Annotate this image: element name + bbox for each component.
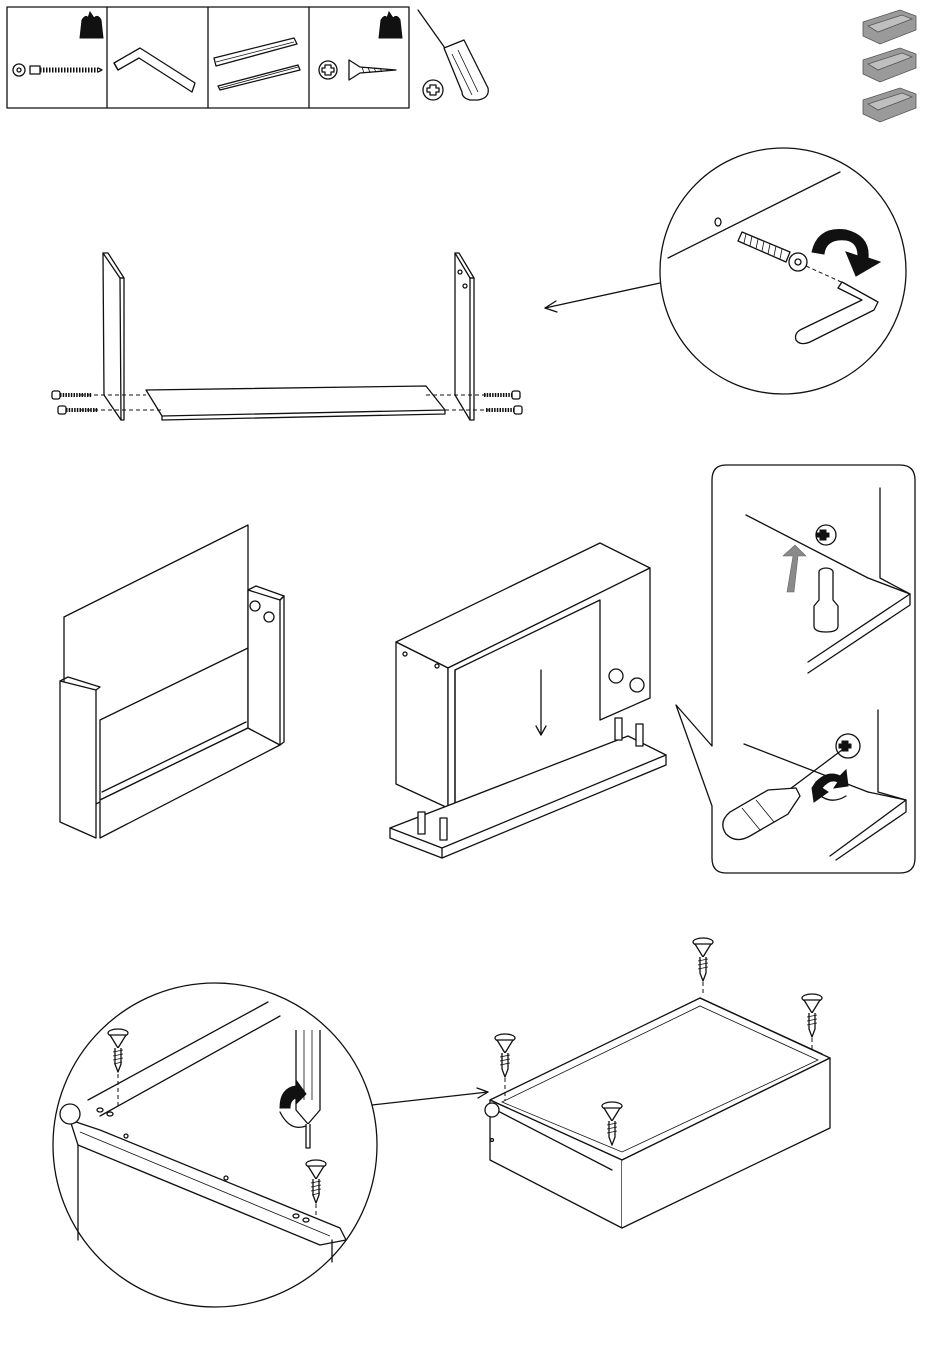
bag-icon [379,12,402,38]
cam-bolt-icon [484,391,522,414]
step-fit-runners [0,900,950,1353]
phillips-screw-icon [108,1029,128,1108]
allen-key-icon [114,48,195,92]
phillips-screw-icon [319,60,396,80]
phillips-screw-icon [306,1160,326,1216]
step-insert-back-and-base [0,450,950,900]
cam-lock-tighten-detail [676,465,915,873]
drawer-runner-icon [214,38,300,90]
runner-screw-detail [53,983,377,1307]
step-attach-sides [0,140,950,450]
phillips-screw-icon [802,994,822,1052]
three-drawers-icon [863,10,916,122]
parts-box [0,0,950,140]
phillips-screwdriver-icon [418,10,488,100]
bag-icon [80,12,103,38]
cam-bolt-icon [13,64,102,76]
cam-bolt-insert-detail [660,148,906,394]
cam-bolt-icon [52,391,98,414]
phillips-screw-icon [693,938,713,996]
